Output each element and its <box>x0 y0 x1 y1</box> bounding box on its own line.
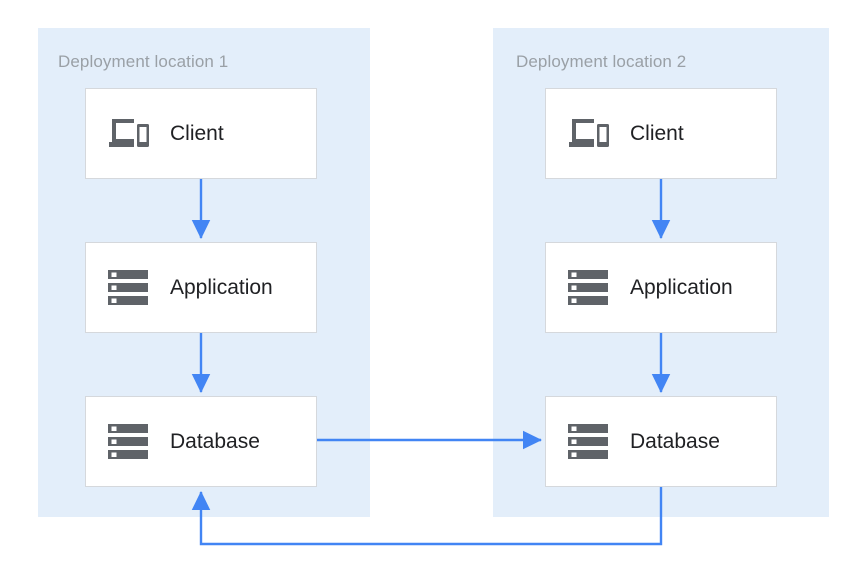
node-database-2[interactable]: Database <box>545 396 777 487</box>
node-client-1[interactable]: Client <box>85 88 317 179</box>
server-icon <box>566 419 612 465</box>
node-application-2[interactable]: Application <box>545 242 777 333</box>
zone-label-1: Deployment location 1 <box>58 52 229 71</box>
node-label-client-1: Client <box>170 121 224 145</box>
node-label-application-2: Application <box>630 275 733 299</box>
server-icon <box>106 419 152 465</box>
node-label-database-2: Database <box>630 429 720 453</box>
server-icon <box>106 265 152 311</box>
devices-icon <box>566 111 612 157</box>
node-label-client-2: Client <box>630 121 684 145</box>
zone-label-2: Deployment location 2 <box>516 52 687 71</box>
node-client-2[interactable]: Client <box>545 88 777 179</box>
node-application-1[interactable]: Application <box>85 242 317 333</box>
node-label-database-1: Database <box>170 429 260 453</box>
node-database-1[interactable]: Database <box>85 396 317 487</box>
server-icon <box>566 265 612 311</box>
node-label-application-1: Application <box>170 275 273 299</box>
devices-icon <box>106 111 152 157</box>
